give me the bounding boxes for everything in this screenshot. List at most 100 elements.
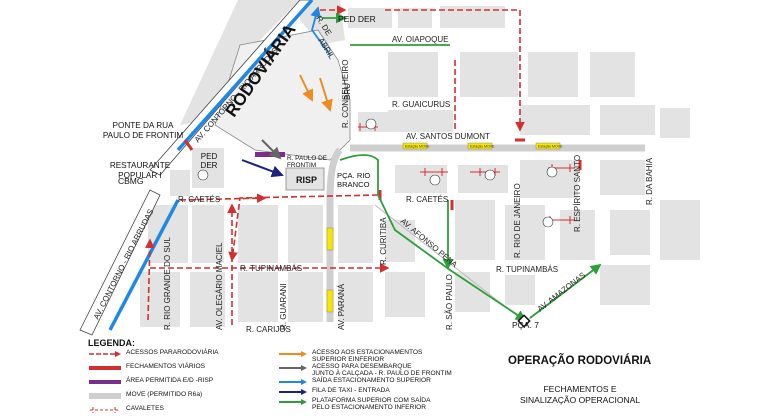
pmbh-badge	[484, 169, 496, 181]
access-route-oiapoque	[385, 9, 525, 132]
legend-swatch-cavalete	[90, 407, 118, 413]
river-line-top	[176, 0, 314, 152]
legend-swatch-bar	[89, 366, 121, 370]
city-block	[192, 205, 224, 263]
legend-item: MOVE (PERMITIDO R6a)	[88, 391, 219, 405]
city-block	[348, 8, 392, 28]
legend-swatch-arrow	[279, 399, 307, 405]
city-block	[238, 205, 278, 263]
city-block	[458, 165, 508, 193]
city-block	[288, 205, 323, 263]
legend-swatch-arrow	[279, 389, 307, 395]
city-block	[505, 275, 535, 305]
legend-column-left: ACESSOS PARARODOVIÁRIA FECHAMENTOS VIÁRI…	[88, 349, 219, 419]
legend-item: SAÍDA ESTACIONAMENTO SUPERIOR	[278, 377, 452, 387]
pmbh-badge	[197, 169, 209, 181]
legend-swatch-arrow	[279, 351, 307, 357]
operation-subtitle: FECHAMENTOS E SINALIZAÇÃO OPERACIONAL	[520, 384, 640, 405]
legend-swatch-arrow	[89, 351, 121, 357]
place-label-pca-rio-branco: PÇA. RIO BRANCO	[337, 172, 370, 188]
legend-column-right: ACESSO AOS ESTACIONAMENTOS SUPERIOR EINF…	[278, 349, 452, 411]
legend-item: PLATAFORMA SUPERIOR COM SAÍDA PELO ESTAC…	[278, 397, 452, 411]
navy-taxi-queue	[241, 159, 284, 178]
city-block	[338, 272, 373, 322]
street-label: AV. SANTOS DUMONT	[406, 132, 490, 141]
legend-item: ACESSO AOS ESTACIONAMENTOS SUPERIOR EINF…	[278, 349, 452, 363]
street-label: R. ESPÍRITO SANTO	[573, 155, 582, 232]
city-block	[520, 105, 590, 135]
city-block	[600, 265, 650, 305]
move-station-label: Estação MOVE	[538, 145, 563, 149]
street-label: R. GUAICURUS	[392, 100, 450, 109]
street-label: R. RIO DE JANEIRO	[513, 183, 522, 258]
street-label: AV. OIAPOQUE	[392, 35, 448, 44]
permitted-area-risp	[255, 152, 285, 157]
city-block	[590, 52, 635, 97]
legend: LEGENDA: ACESSOS PARARODOVIÁRIA FECHAMEN…	[88, 338, 498, 420]
legend-item: ACESSO PARA DESEMBARQUE JUNTO À CALÇADA …	[278, 363, 452, 377]
green-exit-route	[339, 44, 525, 320]
street-label: R. CONSELHEIRO	[341, 60, 350, 128]
legend-label: FECHAMENTOS VIÁRIOS	[126, 363, 206, 370]
street-label: R. CAETÉS	[178, 195, 220, 204]
move-station-label: Estação MOVE	[405, 145, 430, 149]
legend-label: ACESSOS PARARODOVIÁRIA	[126, 349, 219, 356]
legend-item: CAVALETES	[88, 405, 219, 419]
city-block	[610, 210, 650, 255]
place-label-restaurante: RESTAURANTE POPULAR I	[110, 161, 170, 180]
access-route-riogrande	[145, 238, 155, 321]
move-station-label: Estação MOVE	[470, 145, 495, 149]
pmbh-badge	[429, 174, 441, 186]
cavalete	[420, 168, 448, 176]
place-label: PÇA. 7	[512, 320, 539, 330]
street-label: AV. PARANÁ	[337, 283, 346, 330]
street-label: R. SÃO PAULO	[445, 274, 454, 330]
street-label: R. RIO GRANDE DO SUL	[163, 237, 172, 330]
city-block	[505, 205, 545, 260]
street-label: AV. OLEGÁRIO MACIEL	[215, 242, 224, 330]
river-line-bottom	[108, 199, 180, 331]
gray-drop-off	[261, 139, 282, 160]
street-label: R. CURITIBA	[379, 217, 388, 265]
city-block	[600, 160, 645, 195]
access-route-caetes	[228, 194, 379, 262]
move-station	[402, 142, 428, 150]
city-block	[455, 272, 490, 312]
city-block	[148, 205, 188, 263]
city-block	[192, 148, 224, 188]
city-block	[520, 160, 578, 198]
legend-swatch-bar	[89, 380, 121, 384]
legend-label: FILA DE TAXI - ENTRADA	[312, 387, 390, 394]
blue-exit-upper	[310, 6, 331, 56]
legend-label: ACESSO PARA DESEMBARQUE JUNTO À CALÇADA …	[312, 363, 452, 378]
legend-swatch-arrow	[279, 379, 307, 385]
legend-swatch-arrow	[279, 365, 307, 371]
legend-label: MOVE (PERMITIDO R6a)	[126, 391, 203, 398]
city-blocks	[140, 0, 700, 327]
legend-item: ACESSOS PARARODOVIÁRIA	[88, 349, 219, 363]
city-block	[560, 210, 595, 260]
city-block	[190, 272, 225, 327]
street-label: R. TUPINAMBÁS	[496, 265, 558, 274]
city-block	[398, 8, 432, 28]
move-station	[326, 289, 334, 313]
legend-label: CAVALETES	[126, 405, 164, 412]
orange-parking-access-1	[299, 74, 314, 102]
city-block	[600, 105, 655, 135]
access-route-contorno	[179, 193, 267, 203]
pmbh-badge	[546, 166, 558, 178]
pmbh-badges	[197, 118, 558, 228]
city-block	[660, 200, 700, 260]
place-label: PED DER	[338, 14, 376, 24]
street-label: R. CARIJÓS	[246, 325, 291, 334]
legend-item: FECHAMENTOS VIÁRIOS	[88, 363, 219, 377]
green-exit-route-c	[529, 263, 602, 319]
risp-block	[285, 167, 325, 191]
move-corridor	[326, 144, 645, 322]
place-label-ponte: PONTE DA RUA PAULO DE FRONTIM	[103, 121, 183, 140]
street-label: AV. AMAZONAS	[536, 271, 587, 314]
access-routes	[145, 5, 525, 325]
legend-title: LEGENDA:	[88, 338, 135, 348]
place-label-paulo-frontim: R. PAULO DE FRONTIM	[287, 155, 327, 169]
city-block	[388, 110, 453, 132]
